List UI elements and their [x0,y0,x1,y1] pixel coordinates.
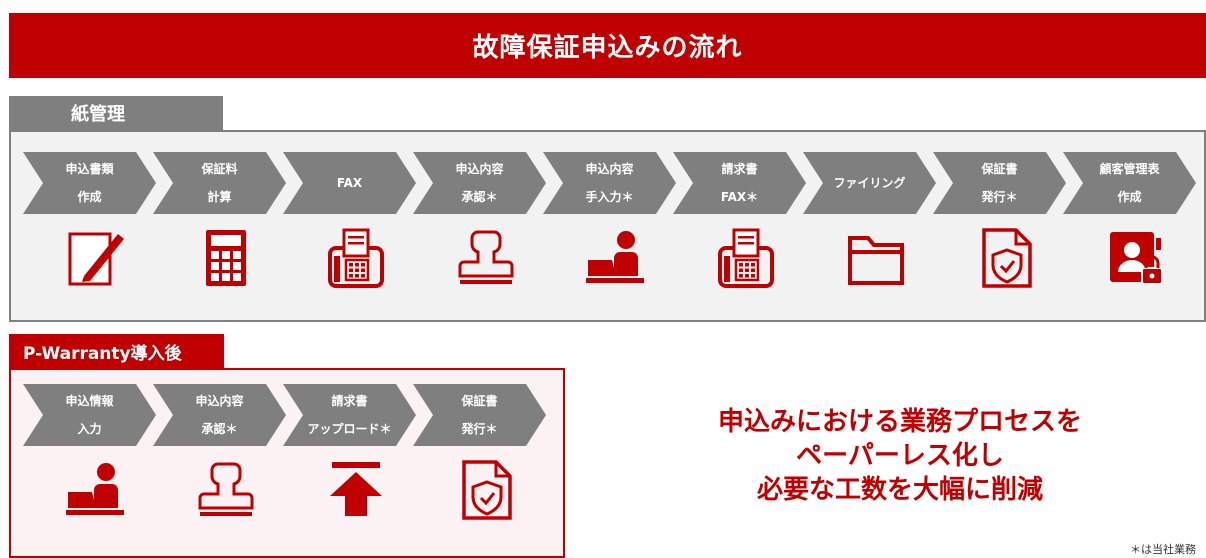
step-label-line-1: 申込書類 [65,162,114,176]
message-line-3: 必要な工数を大幅に削減 [756,475,1043,505]
step-label-line-2: 計算 [207,190,232,204]
step-label: 顧客管理表作成 [1073,152,1186,214]
step-label-line-1: 請求書 [721,162,758,176]
tab-pw-label: P-Warranty導入後 [23,343,182,364]
paper-step-6: 請求書 FAX＊ [673,152,806,304]
stamp-icon [198,462,253,516]
step-label-line-2: 作成 [1117,190,1142,204]
step-label: 保証書発行＊ [943,152,1056,214]
step-label-line-1: 保証書 [981,162,1018,176]
step-label-line-2: 発行＊ [461,422,498,436]
step-label: FAX [293,152,406,214]
stamp-icon [458,230,513,284]
step-label-line-1: ファイリング [833,176,906,190]
footnote: ＊は当社業務 [1130,543,1196,556]
chevron-arrow [543,152,676,214]
chevron-arrow [413,384,546,446]
step-label-line-1: 請求書 [331,394,368,408]
step-label: 申込内容手入力＊ [553,152,666,214]
step-label: 請求書アップロード＊ [293,384,406,446]
chevron-arrow [283,384,416,446]
step-label-line-2: 入力 [77,422,102,436]
pw-step-2: 申込内容承認＊ [153,384,286,536]
step-label-line-1: 申込内容 [195,394,244,408]
step-label: 申込書類作成 [33,152,146,214]
chevron-arrow [153,152,286,214]
benefit-message: 申込みにおける業務プロセスを ペーパーレス化し 必要な工数を大幅に削減 [640,405,1160,507]
chevron-arrow [1063,152,1196,214]
step-label: 保証書発行＊ [423,384,536,446]
step-label-line-2: 発行＊ [981,190,1018,204]
chevron-arrow [153,384,286,446]
upload-icon [329,462,382,516]
step-label-line-2: 承認＊ [461,190,498,204]
paper-step-7: ファイリング [803,152,936,304]
folder-icon [847,236,904,285]
page-title: 故障保証申込みの流れ [9,13,1206,78]
tab-paper-management: 紙管理 [9,96,223,130]
paper-step-1: 申込書類作成 [23,152,156,304]
step-label: ファイリング [813,152,926,214]
paper-step-5: 申込内容手入力＊ [543,152,676,304]
step-label-line-1: 顧客管理表 [1099,162,1160,176]
step-label-line-2: アップロード＊ [307,422,392,436]
chevron-arrow [413,152,546,214]
step-label-line-2: FAX＊ [720,190,759,204]
shield-document-icon [981,228,1032,288]
step-label-line-2: 作成 [77,190,102,204]
paper-step-3: FAX [283,152,416,304]
chevron-arrow [23,152,156,214]
tab-p-warranty: P-Warranty導入後 [9,334,224,368]
chevron-arrow [673,152,806,214]
locked-contacts-icon [1109,232,1163,285]
step-label-line-2: 承認＊ [201,422,238,436]
step-label-line-1: 申込内容 [585,162,634,176]
message-line-1: 申込みにおける業務プロセスを [717,407,1082,437]
tab-paper-label: 紙管理 [71,104,125,125]
chevron-arrow [23,384,156,446]
page-title-text: 故障保証申込みの流れ [472,33,743,63]
pw-step-1: 申込情報入力 [23,384,156,536]
step-label-line-1: 申込情報 [65,394,114,408]
step-label: 申込内容承認＊ [163,384,276,446]
paper-flow-panel: 申込書類作成 保証料計算 FAX 申込内容承認＊ 申込内容手入力＊ 請求書 FAX… [9,130,1206,322]
step-label-line-2: 手入力＊ [585,190,634,204]
pw-flow-panel: 申込情報入力 申込内容承認＊ 請求書アップロード＊ 保証書発行＊ [9,368,565,558]
pen-paper-icon [68,232,124,286]
chevron-arrow [803,152,936,214]
person-computer-icon [65,463,124,515]
paper-step-9: 顧客管理表作成 [1063,152,1196,304]
person-computer-icon [585,231,644,283]
step-label-line-1: FAX [336,176,363,190]
step-label: 請求書 FAX＊ [683,152,796,214]
chevron-arrow [933,152,1066,214]
step-label: 申込内容承認＊ [423,152,536,214]
shield-document-icon [461,460,512,520]
step-label-line-1: 保証料 [201,162,238,176]
step-label-line-1: 保証書 [461,394,498,408]
paper-step-2: 保証料計算 [153,152,286,304]
step-label: 保証料計算 [163,152,276,214]
message-line-2: ペーパーレス化し [796,441,1004,471]
chevron-arrow [283,152,416,214]
pw-step-4: 保証書発行＊ [413,384,546,536]
paper-step-4: 申込内容承認＊ [413,152,546,304]
step-label-line-1: 申込内容 [455,162,504,176]
fax-icon [327,228,384,288]
paper-step-8: 保証書発行＊ [933,152,1066,304]
step-label: 申込情報入力 [33,384,146,446]
fax-icon [717,228,774,288]
pw-step-3: 請求書アップロード＊ [283,384,416,536]
calculator-icon [205,230,246,286]
